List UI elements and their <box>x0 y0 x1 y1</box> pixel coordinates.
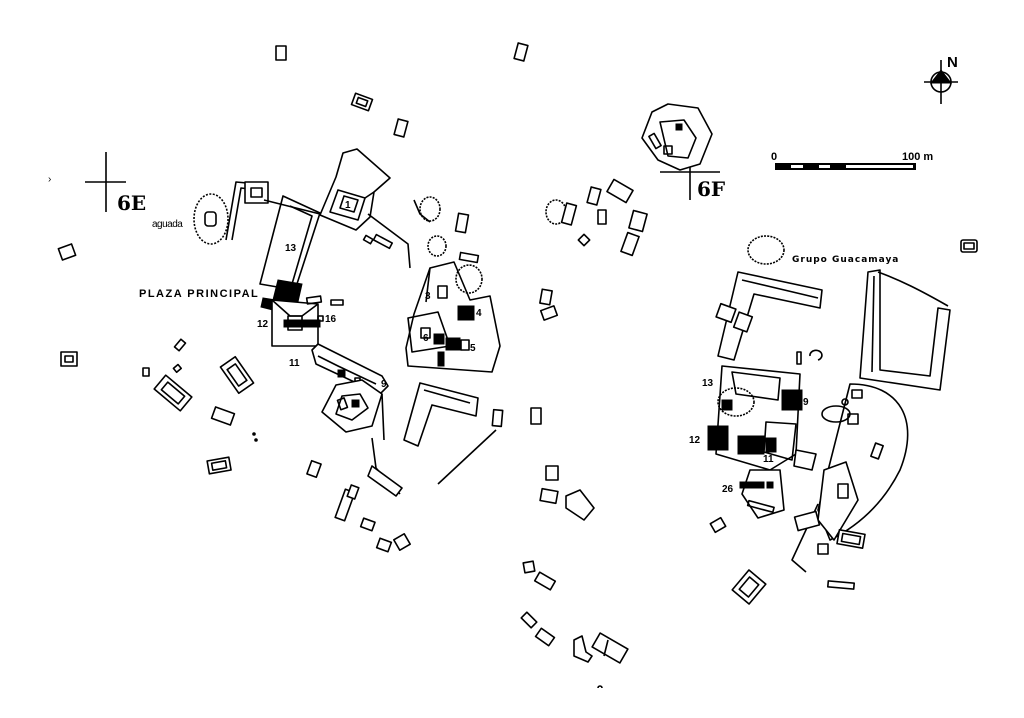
structure-label-c5: 5 <box>470 343 476 354</box>
structure-label-c3: 3 <box>425 291 431 302</box>
scale-end-label: 100 m <box>902 151 933 163</box>
plaza-principal-label: PLAZA PRINCIPAL <box>139 288 259 300</box>
structure-label-c6: 6 <box>423 333 429 344</box>
structure-label-e11: 11 <box>763 454 774 465</box>
structure-label-e26: 26 <box>722 484 734 495</box>
scale-bar <box>775 163 916 170</box>
grid-label-6e: 6E <box>117 191 146 215</box>
grupo-guacamaya-label: Grupo Guacamaya <box>792 255 899 265</box>
aguada-pond <box>193 193 229 245</box>
structure-label-w11: 11 <box>289 358 300 369</box>
grid-marker-6e <box>85 152 126 212</box>
edge-mark: › <box>48 174 51 185</box>
structure-label-w12: 12 <box>257 319 269 330</box>
west-group-structures <box>57 42 529 553</box>
structure-label-e13: 13 <box>702 378 714 389</box>
aguada-label: aguada <box>152 219 183 230</box>
structure-label-e9: 9 <box>803 397 809 408</box>
structure-label-c4: 4 <box>476 308 482 319</box>
north-central-structures <box>545 103 713 257</box>
structure-label-w1: 1 <box>345 200 351 211</box>
east-group-structures <box>707 235 978 605</box>
structure-label-w16: 16 <box>325 314 337 325</box>
central-group-structures <box>403 196 595 521</box>
structure-label-e12: 12 <box>689 435 701 446</box>
scale-start-label: 0 <box>771 151 777 163</box>
north-arrow-icon <box>924 60 958 104</box>
structure-label-w13: 13 <box>285 243 297 254</box>
grid-label-6f: 6F <box>697 177 725 201</box>
structure-label-w9: 9 <box>381 379 387 390</box>
north-label: N <box>947 54 958 71</box>
south-structures <box>520 560 629 689</box>
